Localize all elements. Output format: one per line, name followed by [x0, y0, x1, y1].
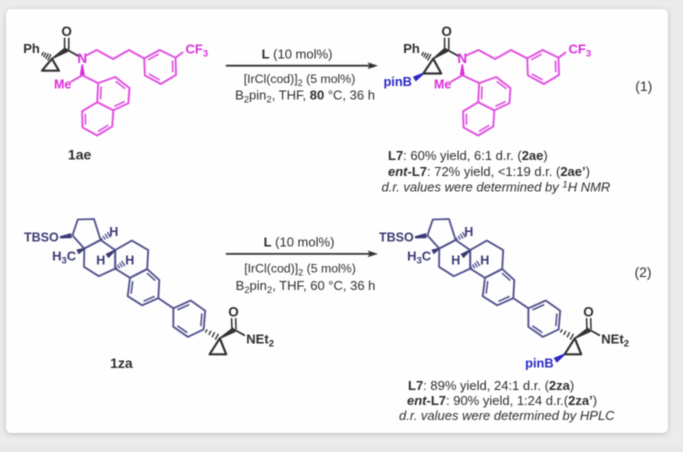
svg-text:d.r. values were determined by: d.r. values were determined by HPLC — [399, 408, 615, 423]
svg-text:H: H — [109, 225, 118, 239]
svg-text:Ph: Ph — [403, 41, 420, 56]
svg-text:1za: 1za — [110, 355, 133, 371]
svg-text:ent-L7: 90% yield, 1:24 d.r.(: ent-L7: 90% yield, 1:24 d.r.(2za’) — [407, 393, 597, 408]
svg-text:1ae: 1ae — [68, 147, 92, 163]
svg-text:Me: Me — [54, 78, 71, 92]
svg-text:L7: 60% yield, 6:1 d.r. (2ae): L7: 60% yield, 6:1 d.r. (2ae) — [388, 148, 548, 163]
svg-text:H: H — [96, 253, 105, 267]
svg-text:L (10 mol%): L (10 mol%) — [264, 234, 335, 249]
svg-text:O: O — [583, 305, 594, 320]
svg-text:L7: 89% yield, 24:1 d.r. (2za: L7: 89% yield, 24:1 d.r. (2za) — [408, 378, 574, 393]
svg-text:(1): (1) — [635, 78, 652, 94]
svg-text:H: H — [451, 253, 460, 267]
svg-text:N: N — [77, 51, 87, 66]
svg-text:N: N — [457, 51, 467, 66]
svg-text:TBSO: TBSO — [379, 230, 414, 244]
svg-text:O: O — [228, 305, 239, 320]
svg-text:H: H — [464, 225, 473, 239]
svg-text:pinB: pinB — [383, 74, 411, 89]
svg-text:pinB: pinB — [525, 356, 553, 371]
svg-text:d.r. values were determined by: d.r. values were determined by 1H NMR — [382, 180, 611, 195]
svg-text:L (10 mol%): L (10 mol%) — [262, 47, 333, 62]
svg-text:Me: Me — [434, 78, 451, 92]
svg-text:ent-L7: 72% yield, <1:19 d.r.: ent-L7: 72% yield, <1:19 d.r. (2ae’) — [388, 164, 590, 179]
svg-text:(2): (2) — [634, 264, 651, 280]
svg-text:H: H — [480, 253, 489, 267]
svg-text:O: O — [61, 24, 72, 39]
svg-text:Ph: Ph — [23, 41, 40, 56]
svg-text:O: O — [441, 24, 452, 39]
svg-text:H: H — [125, 253, 134, 267]
svg-text:TBSO: TBSO — [24, 230, 59, 244]
